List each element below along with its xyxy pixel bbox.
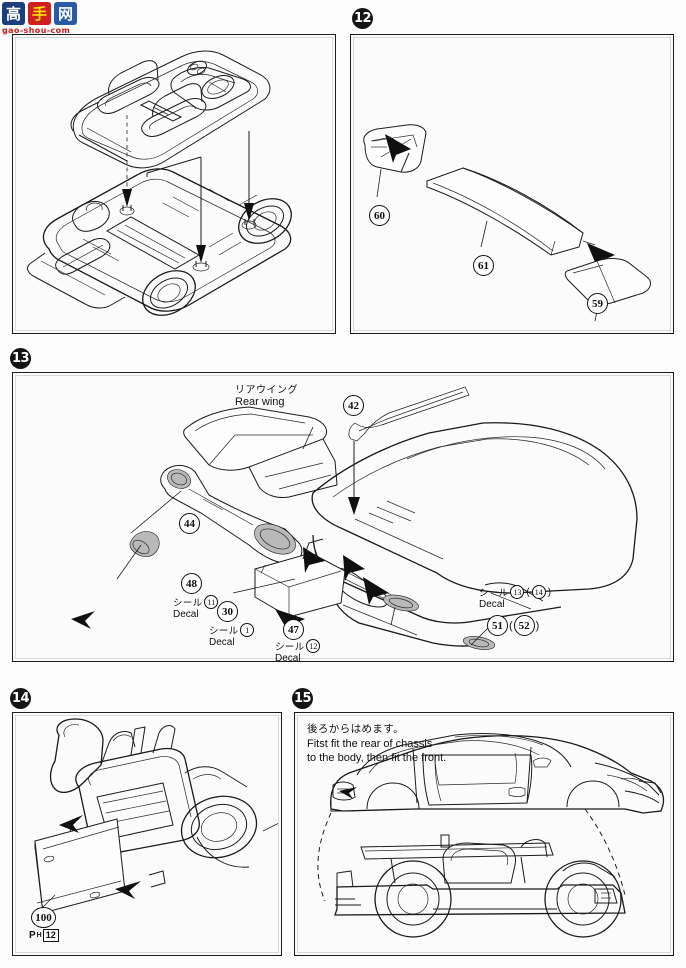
decal-label-30: シール 1 Decal xyxy=(209,623,255,648)
leader-47 xyxy=(390,606,396,626)
chassis-floorpan xyxy=(27,168,292,316)
decal-47-jp: シール xyxy=(275,642,305,653)
part-44-garnish xyxy=(160,464,303,564)
diagram-interior-to-chassis xyxy=(27,50,292,316)
arrow-42 xyxy=(348,497,360,515)
part-42-wiper-arm xyxy=(348,386,470,442)
logo-glyph-2: 手 xyxy=(28,2,51,25)
logo-glyph-3: 网 xyxy=(54,2,77,25)
arrow-left xyxy=(385,134,411,163)
rear-chassis-block xyxy=(49,718,280,888)
caption-rear-wing-en: Rear wing xyxy=(235,396,285,409)
chassis-side-view xyxy=(334,834,626,938)
rear-body-shell xyxy=(311,422,638,647)
decal-47-number: 12 xyxy=(306,639,321,653)
diagram-rear-undertray xyxy=(34,718,280,914)
note-en-line-2: to the body, then fit the front. xyxy=(307,751,447,764)
decal-51-jp: シール xyxy=(479,588,509,599)
callout-51: 51 xyxy=(487,615,508,636)
decal-30-en: Decal xyxy=(209,637,235,648)
decal-label-47: シール 12 Decal xyxy=(275,639,321,664)
diagram-rear-wing-assembly xyxy=(363,124,651,322)
diagram-body-to-chassis xyxy=(317,733,665,938)
part-100-undertray xyxy=(34,818,126,914)
part-mark-box: 12 xyxy=(42,929,59,942)
callout-59: 59 xyxy=(587,293,608,314)
step-badge-15: 15 xyxy=(292,688,313,709)
callout-42: 42 xyxy=(343,395,364,416)
panel-step-11 xyxy=(12,34,336,334)
body-shell-side-view xyxy=(329,733,665,814)
panel-step-15: 後ろからはめます。 Fitst fit the rear of chassis … xyxy=(294,712,674,956)
decal-48-jp: シール xyxy=(173,598,203,609)
assembly-path-rear xyxy=(317,812,332,902)
diagram-rear-end-assembly xyxy=(71,386,638,650)
rear-wing-part xyxy=(183,406,338,498)
decal-label-48: シール 11 Decal xyxy=(173,595,219,620)
panel-step-14: 100 P H 12 xyxy=(12,712,282,956)
step-badge-12: 12 xyxy=(352,8,373,29)
part-mark-ph12: P H 12 xyxy=(29,929,59,942)
callout-61: 61 xyxy=(473,255,494,276)
note-jp: 後ろからはめます。 xyxy=(307,723,405,735)
part-59-endplate xyxy=(564,258,651,305)
decal-51-en: Decal xyxy=(479,599,505,610)
leader-48 xyxy=(116,544,142,580)
step-badge-13: 13 xyxy=(10,348,31,369)
callout-44: 44 xyxy=(179,513,200,534)
decal-30-number: 1 xyxy=(240,623,255,637)
caption-rear-wing: リアウイング Rear wing xyxy=(235,385,298,409)
part-61-wing-blade xyxy=(426,167,584,256)
interior-tub xyxy=(70,50,271,169)
gao-shou-com-logo: 高 手 网 gao-shou-com xyxy=(2,2,88,42)
callout-60: 60 xyxy=(369,205,390,226)
logo-wordmark: gao-shou-com xyxy=(2,26,71,35)
callout-47: 47 xyxy=(283,619,304,640)
decal-label-51-52: シール 13 ( 14 ) Decal xyxy=(479,585,552,610)
decal-30-jp: シール xyxy=(209,626,239,637)
arrow-right xyxy=(587,243,615,267)
caption-rear-wing-jp: リアウイング xyxy=(235,385,298,396)
leader-44 xyxy=(130,490,182,534)
panel-step-13: リアウイング Rear wing 42 44 48 シール 11 Decal 3… xyxy=(12,372,674,664)
step-badge-14: 14 xyxy=(10,688,31,709)
logo-glyph-1: 高 xyxy=(2,2,25,25)
note-step-15: 後ろからはめます。 Fitst fit the rear of chassis … xyxy=(307,723,446,765)
decal-51-number-a: 13 xyxy=(510,585,525,599)
note-en-line-1: Fitst fit the rear of chassis xyxy=(307,737,433,750)
decal-48-number: 11 xyxy=(204,595,219,609)
part-mark-sub: H xyxy=(36,932,42,939)
part-mark-prefix: P xyxy=(29,930,36,941)
panel-step-12: 60 61 59 xyxy=(350,34,674,334)
callout-48: 48 xyxy=(181,573,202,594)
decal-48-en: Decal xyxy=(173,609,199,620)
assembly-path-front xyxy=(584,808,626,896)
leader-30 xyxy=(232,578,296,594)
decal-47-en: Decal xyxy=(275,653,301,664)
callout-100: 100 xyxy=(31,907,56,928)
arrow-lower xyxy=(115,881,141,899)
callout-30: 30 xyxy=(217,601,238,622)
logo-glyphs: 高 手 网 xyxy=(2,2,88,25)
decal-51-number-b: 14 xyxy=(531,585,546,599)
part-30-diffuser xyxy=(254,538,346,618)
callout-51-52: 51 ( 52 ) xyxy=(487,615,539,636)
assembly-arrows xyxy=(119,115,257,272)
leader-rear-wing-caption xyxy=(302,426,314,450)
callout-52: 52 xyxy=(513,615,535,636)
arrow-upper xyxy=(59,815,83,833)
